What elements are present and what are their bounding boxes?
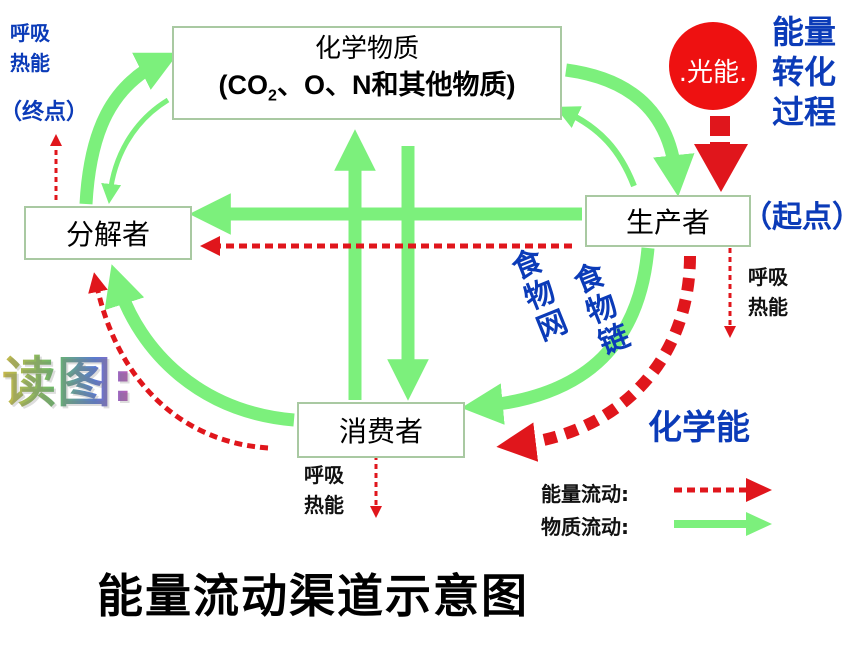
sun-beam [710, 142, 730, 144]
arrow-producer-to-chemical [555, 106, 637, 188]
diagram-title: 能量流动渠道示意图 [97, 569, 529, 623]
chemical-suffix: 、O、N和其他物质) [276, 70, 516, 101]
chemical-title: 化学物质 [314, 34, 419, 65]
start-point-label: （起点） [742, 200, 860, 235]
energy-conversion-label: 能量 转化 过程 [772, 13, 837, 131]
arrow-decomposer-to-chemical [79, 52, 179, 205]
light-energy-label: .光能. [678, 58, 748, 88]
sun-icon [669, 22, 757, 110]
decomposer-box: 分解者 [24, 206, 192, 260]
consumer-heat-label: 呼吸 热能 [304, 463, 344, 517]
arrow-producer-to-consumer [461, 247, 655, 425]
legend-material-arrowhead [746, 512, 772, 536]
end-point-label: （终点） [0, 100, 89, 125]
consumer-box: 消费者 [297, 402, 465, 458]
arrow-chemical-to-producer [565, 63, 695, 197]
decomposer-label: 分解者 [65, 218, 150, 251]
legend-energy-label: 能量流动: [541, 482, 629, 506]
producer-label: 生产者 [625, 206, 710, 239]
energy-consumer-to-decomposer [88, 272, 269, 451]
arrow-chemical-to-decomposer [101, 97, 170, 204]
energy-producer-to-consumer [496, 255, 696, 462]
sun-beam [710, 116, 730, 136]
consumer-label: 消费者 [338, 415, 423, 448]
read-diagram-label: 读图: [2, 338, 135, 417]
chemical-subscript: 2 [268, 87, 277, 105]
chemical-energy-label: 化学能 [648, 408, 750, 448]
sun-arrowhead [694, 144, 748, 192]
decomposer-heat-label: 呼吸 热能 [10, 21, 50, 75]
chemical-substances-box: 化学物质 (CO2、O、N和其他物质) [172, 26, 562, 120]
chemical-composition: (CO2、O、N和其他物质) [219, 67, 516, 114]
arrow-consumer-to-decomposer [104, 264, 295, 427]
producer-box: 生产者 [585, 195, 751, 247]
legend-energy-arrowhead [746, 478, 772, 502]
legend-material-label: 物质流动: [541, 515, 629, 539]
chemical-prefix: (CO [218, 70, 269, 101]
producer-heat-label: 呼吸 热能 [748, 265, 788, 319]
